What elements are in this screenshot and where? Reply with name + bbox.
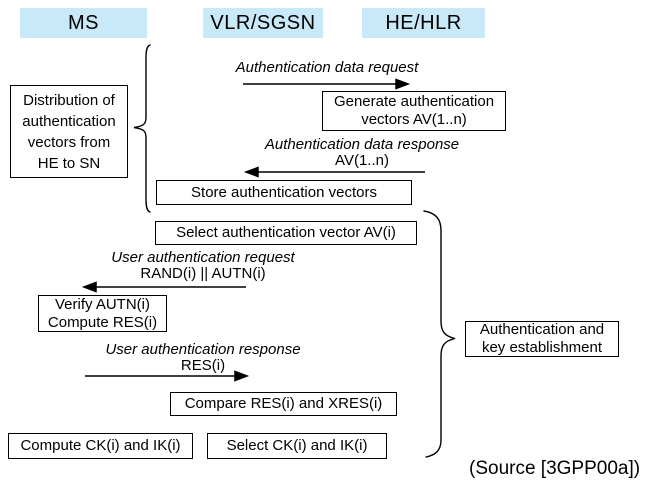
message-label: User authentication response (105, 341, 301, 358)
message-label: Authentication data response (264, 136, 460, 153)
verify-autn-box: Verify AUTN(i) Compute RES(i) (38, 295, 167, 332)
verify-autn-text: Verify AUTN(i) Compute RES(i) (47, 295, 158, 331)
auth-key-establishment-text: Authentication and key establishment (479, 321, 605, 356)
user-auth-request-arrowhead (81, 281, 97, 293)
right-group-brace (423, 210, 456, 458)
auth-data-response-arrowhead (243, 166, 259, 178)
left-group-brace (133, 44, 151, 213)
auth-data-response-message: Authentication data response AV(1..n) (256, 137, 468, 168)
auth-data-request-message: Authentication data request (231, 60, 423, 76)
message-label: User authentication request (111, 249, 295, 266)
distribution-annotation-box: Distribution of authentication vectors f… (10, 85, 128, 178)
compare-res-text: Compare RES(i) and XRES(i) (184, 395, 383, 412)
generate-vectors-box: Generate authentication vectors AV(1..n) (322, 91, 506, 131)
select-ck-ik-text: Select CK(i) and IK(i) (226, 437, 368, 454)
actor-header-he-hlr: HE/HLR (362, 8, 485, 38)
user-auth-request-message: User authentication request RAND(i) || A… (101, 250, 305, 281)
message-sublabel: RES(i) (180, 356, 226, 374)
actor-label: HE/HLR (385, 11, 462, 34)
store-vectors-box: Store authentication vectors (156, 180, 412, 205)
generate-vectors-text: Generate authentication vectors AV(1..n) (333, 93, 495, 128)
select-ck-ik-box: Select CK(i) and IK(i) (207, 433, 387, 459)
compute-ck-ik-text: Compute CK(i) and IK(i) (20, 437, 181, 454)
message-sublabel: RAND(i) || AUTN(i) (140, 264, 266, 282)
select-vector-text: Select authentication vector AV(i) (176, 224, 396, 241)
auth-data-request-arrowhead (395, 78, 411, 90)
actor-label: MS (68, 11, 99, 34)
select-vector-box: Select authentication vector AV(i) (155, 221, 417, 245)
store-vectors-text: Store authentication vectors (191, 183, 377, 201)
user-auth-response-message: User authentication response RES(i) (98, 342, 308, 373)
source-citation: (Source [3GPP00a]) (469, 458, 641, 479)
actor-header-ms: MS (20, 8, 147, 38)
compute-ck-ik-box: Compute CK(i) and IK(i) (8, 433, 193, 459)
auth-key-establishment-box: Authentication and key establishment (465, 321, 619, 357)
actor-header-vlr-sgsn: VLR/SGSN (203, 8, 323, 38)
message-sublabel: AV(1..n) (335, 151, 389, 169)
compare-res-box: Compare RES(i) and XRES(i) (170, 392, 397, 416)
message-label: Authentication data request (235, 59, 419, 76)
actor-label: VLR/SGSN (210, 11, 316, 34)
distribution-annotation-text: Distribution of authentication vectors f… (22, 91, 116, 172)
